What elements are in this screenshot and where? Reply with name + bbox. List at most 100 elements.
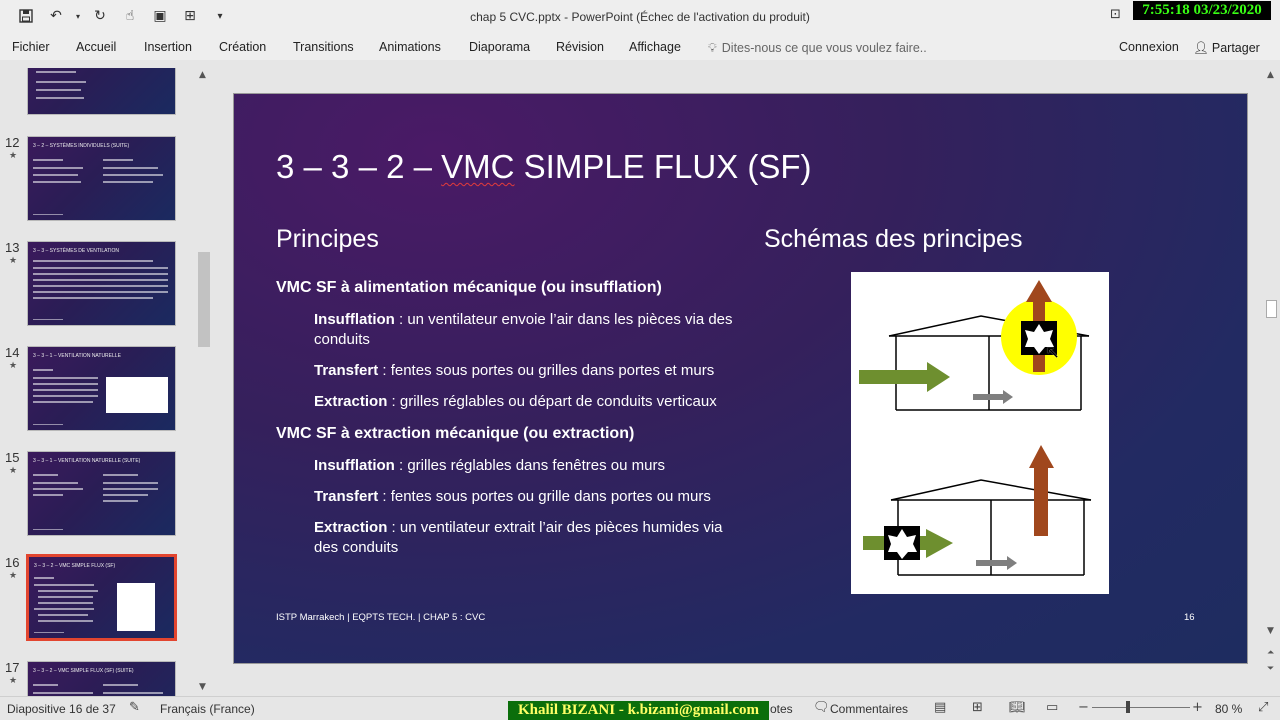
thumbnail-number: 15 xyxy=(5,450,20,465)
fit-slide-icon[interactable]: ⤢ xyxy=(1258,700,1269,715)
scroll-up-icon[interactable]: ▲ xyxy=(199,70,206,80)
redo-icon[interactable]: ↻ xyxy=(94,8,106,24)
save-icon[interactable] xyxy=(14,6,38,26)
bullet-item[interactable]: Insufflation : un ventilateur envoie l’a… xyxy=(314,311,733,348)
notes-button[interactable]: otes xyxy=(770,702,793,716)
animation-star-icon: ★ xyxy=(9,676,18,686)
animation-star-icon: ★ xyxy=(9,571,18,581)
scroll-down-icon[interactable]: ▼ xyxy=(199,682,206,692)
slideshow-view-icon[interactable]: ▭ xyxy=(1046,700,1059,715)
share-button[interactable]: 👤︎Partager xyxy=(1193,40,1260,56)
tell-me-text: Dites-nous ce que vous voulez faire.. xyxy=(721,41,927,55)
tab-accueil[interactable]: Accueil xyxy=(76,40,117,54)
tab-transitions[interactable]: Transitions xyxy=(293,40,354,54)
thumbnail-title: 3 – 3 – 1 – VENTILATION NATURELLE (SUITE… xyxy=(33,458,141,464)
mouse-cursor-icon: ↖ xyxy=(1045,342,1061,363)
section-heading[interactable]: VMC SF à alimentation mécanique (ou insu… xyxy=(276,279,662,296)
zoom-slider-handle[interactable] xyxy=(1126,701,1130,713)
tab-affichage[interactable]: Affichage xyxy=(629,40,681,54)
present-icon[interactable]: ▣ xyxy=(153,8,167,24)
comments-button[interactable]: Commentaires xyxy=(830,702,909,716)
zoom-out-icon[interactable]: − xyxy=(1078,700,1089,715)
undo-icon[interactable]: ↶ xyxy=(50,8,62,24)
tab-revision[interactable]: Révision xyxy=(556,40,604,54)
normal-view-icon[interactable]: ▤ xyxy=(934,700,947,715)
slide-sorter-icon[interactable]: ⊞ xyxy=(972,700,983,715)
slide-title[interactable]: 3 – 3 – 2 – VMC SIMPLE FLUX (SF) xyxy=(276,148,812,185)
thumbnail-title: 3 – 3 – 2 – VMC SIMPLE FLUX (SF) (SUITE) xyxy=(33,668,134,674)
window-title: chap 5 CVC.pptx - PowerPoint (Échec de l… xyxy=(470,10,810,24)
slideshow-icon[interactable]: ⊞ xyxy=(184,8,196,24)
slide-thumbnail[interactable]: 3 – 3 – 1 – VENTILATION NATURELLE (SUITE… xyxy=(27,451,176,536)
slide-thumbnails-pane[interactable]: 12 ★ 3 – 2 – SYSTÈMES INDIVIDUELS (SUITE… xyxy=(0,68,195,696)
slide-thumbnail[interactable]: 3 – 3 – 1 – VENTILATION NATURELLE xyxy=(27,346,176,431)
thumbnails-scrollbar[interactable]: ▲ ▼ xyxy=(195,68,211,696)
tab-creation[interactable]: Création xyxy=(219,40,267,54)
slide-thumbnail[interactable]: 3 – 2 – SYSTÈMES INDIVIDUELS (SUITE) xyxy=(27,136,176,221)
slide-footer[interactable]: ISTP Marrakech | EQPTS TECH. | CHAP 5 : … xyxy=(276,612,486,623)
share-label: Partager xyxy=(1211,41,1260,55)
connexion-link[interactable]: Connexion xyxy=(1119,40,1179,54)
reading-view-icon[interactable]: 📖︎ xyxy=(1009,700,1026,715)
thumbnail-title: 3 – 3 – SYSTÈMES DE VENTILATION xyxy=(33,248,120,254)
touch-mode-icon[interactable]: ☝ xyxy=(125,8,135,24)
tab-diaporama[interactable]: Diaporama xyxy=(469,40,531,54)
clock-overlay: 7:55:18 03/23/2020 xyxy=(1133,1,1271,20)
bullet-item[interactable]: Transfert : fentes sous portes ou grille… xyxy=(314,488,711,505)
bullet-item[interactable]: Extraction : un ventilateur extrait l’ai… xyxy=(314,519,723,556)
thumbnail-number: 14 xyxy=(5,345,20,360)
title-bar: ↶ ▾ ↻ ☝ ▣ ⊞ ▾ chap 5 CVC.pptx - PowerPoi… xyxy=(0,0,1280,33)
bullet-item[interactable]: Transfert : fentes sous portes ou grille… xyxy=(314,362,715,379)
thumbnail-number: 16 xyxy=(5,555,20,570)
thumbnail-number: 12 xyxy=(5,135,20,150)
bullet-item[interactable]: Insufflation : grilles réglables dans fe… xyxy=(314,457,665,474)
zoom-slider[interactable] xyxy=(1092,707,1190,708)
animation-star-icon: ★ xyxy=(9,256,18,266)
section-heading[interactable]: VMC SF à extraction mécanique (ou extrac… xyxy=(276,425,635,442)
ribbon-display-options-icon[interactable]: ⊡ xyxy=(1110,7,1121,22)
next-slide-icon[interactable]: ⏷ xyxy=(1267,664,1275,674)
principes-heading[interactable]: Principes xyxy=(276,225,379,253)
bullet-item[interactable]: Extraction : grilles réglables ou départ… xyxy=(314,393,717,410)
slide-scrollbar-thumb[interactable] xyxy=(1266,300,1277,318)
slide-thumbnail[interactable]: 3 – 3 – 2 – VMC SIMPLE FLUX (SF) xyxy=(27,555,176,640)
vmc-diagram-image[interactable] xyxy=(851,272,1109,594)
thumbnail-title: 3 – 3 – 2 – VMC SIMPLE FLUX (SF) xyxy=(34,563,116,569)
slide-number[interactable]: 16 xyxy=(1184,612,1195,623)
zoom-level[interactable]: 80 % xyxy=(1215,702,1243,716)
schemas-heading[interactable]: Schémas des principes xyxy=(764,225,1023,253)
slide-canvas[interactable]: 3 – 3 – 2 – VMC SIMPLE FLUX (SF) Princip… xyxy=(233,93,1248,664)
lightbulb-icon: 💡︎ xyxy=(708,40,717,55)
previous-slide-icon[interactable]: ⏶ xyxy=(1267,648,1275,658)
spellcheck-icon[interactable]: ✎ xyxy=(129,700,140,715)
undo-dropdown-icon[interactable]: ▾ xyxy=(75,11,80,21)
slide-scrollbar[interactable]: ▲ ▼ ⏶ ⏷ xyxy=(1263,68,1280,696)
author-banner: Khalil BIZANI - k.bizani@gmail.com xyxy=(508,701,769,720)
animation-star-icon: ★ xyxy=(9,466,18,476)
ribbon-tabs: Fichier Accueil Insertion Création Trans… xyxy=(0,33,1280,60)
thumbnail-number: 17 xyxy=(5,660,20,675)
zoom-in-icon[interactable]: + xyxy=(1192,700,1203,715)
slide-thumbnail[interactable]: 3 – 3 – 2 – VMC SIMPLE FLUX (SF) (SUITE) xyxy=(27,661,176,696)
animation-star-icon: ★ xyxy=(9,361,18,371)
tab-insertion[interactable]: Insertion xyxy=(144,40,192,54)
quick-access-toolbar: ↶ ▾ ↻ ☝ ▣ ⊞ ▾ xyxy=(14,6,232,26)
scroll-up-icon[interactable]: ▲ xyxy=(1267,70,1274,80)
spelling-error-word: VMC xyxy=(441,148,515,185)
person-icon: 👤︎ xyxy=(1193,40,1209,55)
tell-me-box[interactable]: 💡︎ Dites-nous ce que vous voulez faire.. xyxy=(708,40,927,56)
thumbnails-scrollbar-thumb[interactable] xyxy=(198,252,210,347)
slide-thumbnail[interactable]: 3 – 3 – SYSTÈMES DE VENTILATION xyxy=(27,241,176,326)
animation-star-icon: ★ xyxy=(9,151,18,161)
scroll-down-icon[interactable]: ▼ xyxy=(1267,626,1274,636)
slide-thumbnail[interactable] xyxy=(27,68,176,115)
tab-fichier[interactable]: Fichier xyxy=(12,40,50,54)
customize-qat-icon[interactable]: ▾ xyxy=(217,10,223,22)
thumbnail-title: 3 – 3 – 1 – VENTILATION NATURELLE xyxy=(33,353,121,359)
tab-animations[interactable]: Animations xyxy=(379,40,441,54)
thumbnail-title: 3 – 2 – SYSTÈMES INDIVIDUELS (SUITE) xyxy=(33,143,130,149)
thumbnail-number: 13 xyxy=(5,240,20,255)
slide-counter: Diapositive 16 de 37 xyxy=(7,702,116,716)
comments-icon: 🗨︎ xyxy=(813,700,830,715)
language-indicator[interactable]: Français (France) xyxy=(160,702,255,716)
